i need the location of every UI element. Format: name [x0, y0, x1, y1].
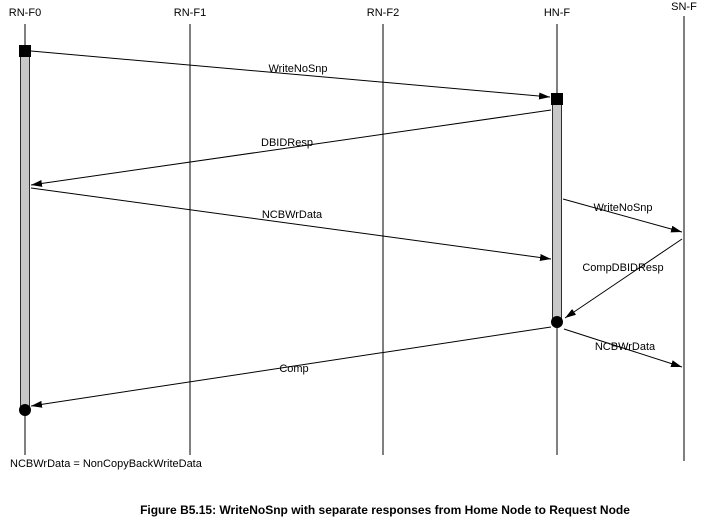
footnote: NCBWrData = NonCopyBackWriteData	[10, 458, 203, 470]
message-arrow-ncbwrdata-rn-to-hn	[30, 187, 552, 261]
figure-caption: Figure B5.15: WriteNoSnp with separate r…	[140, 503, 630, 517]
node-label-rn-f2: RN-F2	[367, 7, 399, 19]
activation-bar-hn-f	[552, 93, 562, 324]
message-label-writenosnp-hn-to-sn: WriteNoSnp	[593, 202, 652, 214]
node-label-hn-f: HN-F	[544, 7, 571, 19]
message-label-compdbidresp-sn-to-hn: CompDBIDResp	[582, 262, 663, 274]
message-label-comp-hn-to-rn: Comp	[279, 363, 308, 375]
message-arrow-writenosnp-rn-to-hn	[30, 50, 551, 100]
node-label-rn-f0: RN-F0	[9, 7, 41, 19]
message-arrow-comp-hn-to-rn	[30, 326, 552, 408]
message-arrow-ncbwrdata-hn-to-sn	[563, 328, 683, 368]
message-arrow-dbidresp-hn-to-rn	[30, 109, 552, 187]
message-arrow-compdbidresp-sn-to-hn	[564, 238, 683, 319]
activation-bar-rn-f0	[20, 45, 30, 413]
message-label-writenosnp-rn-to-hn: WriteNoSnp	[268, 63, 327, 75]
activation-start-marker-rn-f0	[19, 45, 31, 57]
message-label-dbidresp-hn-to-rn: DBIDResp	[261, 137, 313, 149]
message-arrow-writenosnp-hn-to-sn	[562, 198, 683, 233]
transaction-end-dot-rn-f0	[19, 404, 31, 416]
transaction-end-dot-hn-f	[551, 316, 563, 328]
node-label-rn-f1: RN-F1	[174, 7, 206, 19]
activation-start-marker-hn-f	[551, 93, 563, 105]
node-label-sn-f: SN-F	[671, 1, 697, 13]
message-label-ncbwrdata-hn-to-sn: NCBWrData	[595, 341, 656, 353]
message-label-ncbwrdata-rn-to-hn: NCBWrData	[262, 209, 323, 221]
